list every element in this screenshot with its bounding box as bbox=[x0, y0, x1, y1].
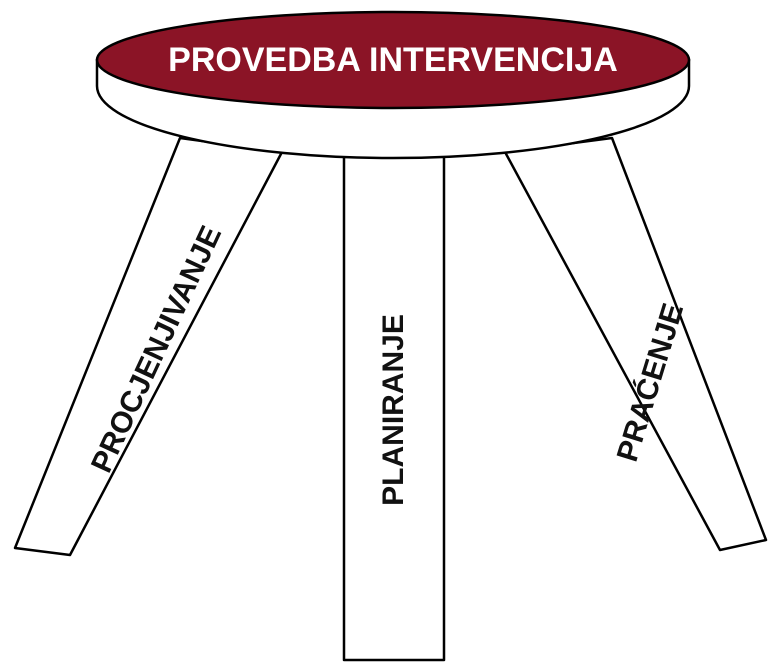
seat-top bbox=[95, 10, 691, 110]
leg-middle: PLANIRANJE bbox=[342, 154, 446, 662]
seat-label: PROVEDBA INTERVENCIJA bbox=[168, 41, 618, 79]
leg-middle-label: PLANIRANJE bbox=[377, 314, 410, 506]
leg-left: PROCJENJIVANJE bbox=[13, 136, 284, 557]
leg-right-shape bbox=[503, 136, 768, 552]
seat: PROVEDBA INTERVENCIJA bbox=[95, 10, 691, 160]
leg-right: PRAĆENJE bbox=[503, 136, 768, 552]
